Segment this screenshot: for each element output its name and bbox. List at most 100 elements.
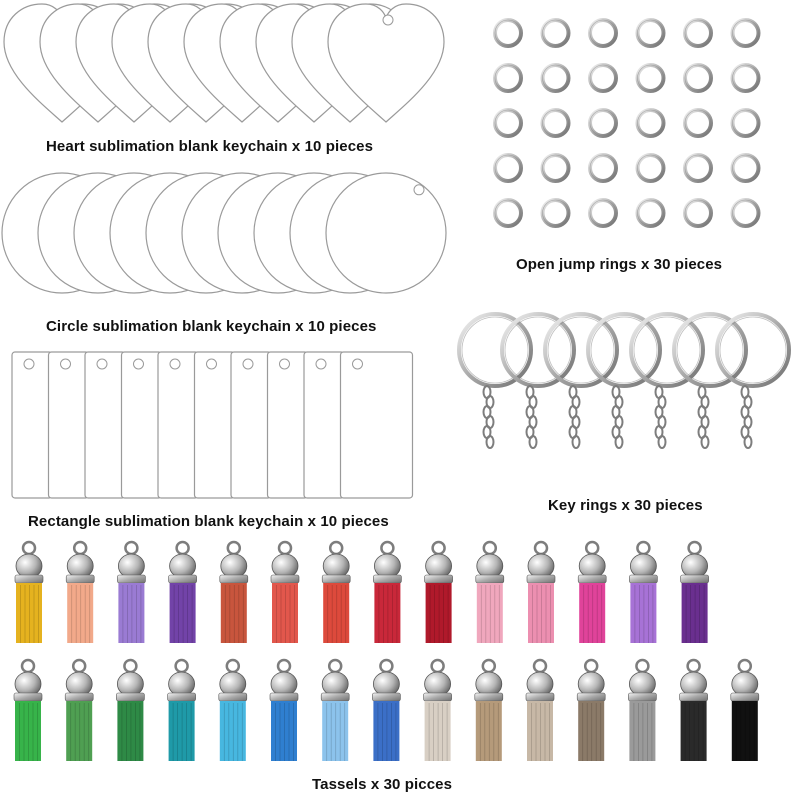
chain-link <box>528 435 538 449</box>
tassel <box>424 540 453 643</box>
tassel-collar <box>679 692 708 702</box>
hanging-hole <box>96 358 108 370</box>
tassel <box>65 540 95 643</box>
tassel-fringe <box>630 583 657 643</box>
tassel-cap <box>476 553 504 579</box>
rectangle-caption: Rectangle sublimation blank keychain x 1… <box>28 513 389 530</box>
jump-rings-grid <box>493 18 761 228</box>
tassel <box>64 658 94 761</box>
tassel-fringe <box>67 583 94 643</box>
tassel-loop <box>72 540 88 556</box>
tassel-loop <box>277 540 293 556</box>
tassel-collar <box>320 692 350 702</box>
tassel <box>730 658 760 761</box>
tassel-fringe <box>578 701 605 761</box>
tassel <box>576 658 606 761</box>
tassel-fringe <box>169 583 196 643</box>
tassel-cap <box>65 671 93 697</box>
tassel-cap <box>117 553 145 579</box>
key-rings-caption: Key rings x 30 pieces <box>548 497 703 514</box>
hanging-hole <box>60 358 71 370</box>
tassel-fringe <box>424 701 451 761</box>
key-ring <box>457 312 533 449</box>
hanging-hole <box>169 358 181 370</box>
rectangle-blank <box>266 351 309 499</box>
tassel-cap <box>321 671 349 697</box>
tassel-cap <box>680 671 707 697</box>
chain-link <box>700 435 710 449</box>
tassel-loop <box>532 658 548 674</box>
tassel-loop <box>481 658 497 674</box>
tassel-fringe <box>528 583 554 643</box>
tassel-cap <box>526 671 554 697</box>
hanging-hole <box>315 358 327 370</box>
tassel <box>679 658 708 761</box>
chain-link <box>743 435 753 449</box>
tassel <box>14 540 44 643</box>
key-ring <box>672 312 748 449</box>
tassel-loop <box>583 658 599 674</box>
tassel-collar <box>423 692 452 702</box>
tassel-cap <box>271 553 299 579</box>
hanging-hole <box>413 184 425 196</box>
tassel-collar <box>117 574 146 584</box>
tassel <box>168 540 197 643</box>
tassel-loop <box>533 540 549 556</box>
tassel <box>269 658 299 761</box>
tassel-fringe <box>579 583 606 643</box>
tassel-fringe <box>15 701 41 761</box>
tassel-cap <box>577 671 605 697</box>
tassel-loop <box>226 540 242 556</box>
rectangle-blank <box>84 351 126 499</box>
tassel-fringe <box>272 583 298 643</box>
tassel-collar <box>14 574 44 584</box>
tassel-cap <box>169 553 197 579</box>
tassel-loop <box>686 658 701 674</box>
tassel <box>218 658 248 761</box>
tassel-fringe <box>374 583 401 643</box>
tassel-loop <box>584 540 600 556</box>
tassel-loop <box>276 658 292 674</box>
rectangle-blank <box>193 351 236 499</box>
circle-caption: Circle sublimation blank keychain x 10 p… <box>46 318 377 335</box>
tassel-loop <box>379 658 394 674</box>
tassel-loop <box>124 540 139 556</box>
tassel-collar <box>167 692 196 702</box>
tassel-cap <box>681 553 708 579</box>
tassel-cap <box>322 553 350 579</box>
tassel-loop <box>327 658 343 674</box>
tassel-loop <box>737 658 753 674</box>
tassel-fringe <box>475 701 502 761</box>
tassel-collar <box>680 574 709 584</box>
tassel <box>320 658 350 761</box>
tassel-collar <box>424 574 453 584</box>
key-ring <box>543 312 619 449</box>
hanging-hole <box>206 358 217 370</box>
tassel-loop <box>328 540 344 556</box>
tassel-collar <box>373 574 402 584</box>
tassel-collar <box>13 692 43 702</box>
tassel-loop <box>380 540 395 556</box>
tassel-fringe <box>118 583 145 643</box>
rectangle-keychain-blanks <box>11 351 414 499</box>
tassel-fringe <box>527 701 553 761</box>
hanging-hole <box>279 358 290 370</box>
heart-caption: Heart sublimation blank keychain x 10 pi… <box>46 138 374 155</box>
tassel-cap <box>270 671 298 697</box>
tassel-fringe <box>680 701 707 761</box>
circle-blank <box>325 172 447 294</box>
tassel-fringe <box>168 701 195 761</box>
hanging-hole <box>382 14 394 26</box>
circle-keychain-blanks <box>1 172 447 294</box>
tassel-loop <box>175 540 190 556</box>
tassel-fringe <box>117 701 144 761</box>
key-ring <box>500 312 576 449</box>
chain-link <box>485 435 495 449</box>
tassels-grid <box>13 540 760 761</box>
tassel-fringe <box>629 701 656 761</box>
tassel-cap <box>372 671 400 697</box>
tassel <box>680 540 709 643</box>
tassel-cap <box>168 671 196 697</box>
hanging-hole <box>133 358 144 370</box>
